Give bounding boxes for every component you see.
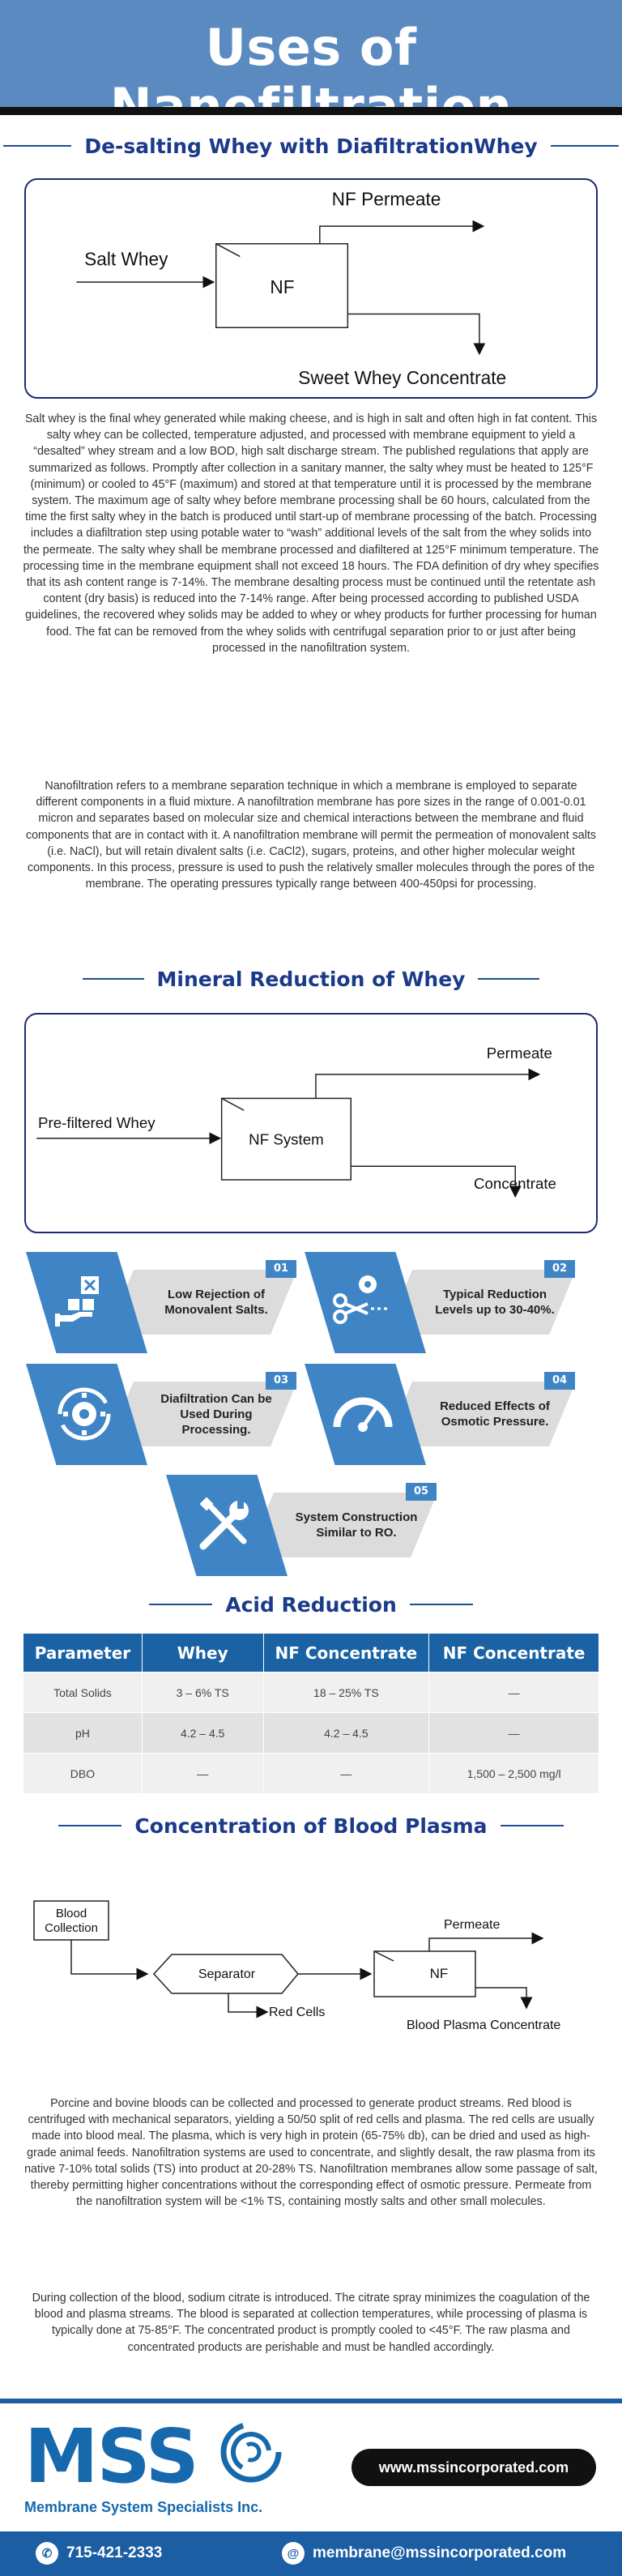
feature-number: 01 — [266, 1260, 296, 1278]
feature-label: System Construction Similar to RO. — [295, 1510, 418, 1540]
header-banner: Uses of Nanofiltration — [0, 0, 622, 136]
permeate-label: Permeate — [487, 1044, 552, 1062]
table-cell: pH — [23, 1712, 143, 1754]
table-cell: 3 – 6% TS — [141, 1672, 264, 1713]
feature-card-02: 02 Typical Reduction Levels up to 30-40%… — [305, 1252, 580, 1353]
swirl-logo-icon — [220, 2421, 282, 2483]
mineral-flow-svg: Pre-filtered Whey NF System Permeate Con… — [36, 1044, 556, 1198]
red-cells-label: Red Cells — [269, 2006, 325, 2019]
gear-cycle-icon — [58, 1387, 111, 1441]
table-cell: — — [262, 1753, 430, 1794]
feature-number: 05 — [406, 1483, 437, 1501]
desalting-diagram: Salt Whey NF NF Permeate Sweet Whey Conc… — [24, 178, 598, 399]
table-cell: DBO — [23, 1753, 143, 1794]
feature-number: 04 — [544, 1372, 575, 1390]
section-title-desalting: De-salting Whey with DiafiltrationWhey — [0, 130, 622, 162]
website-button[interactable]: www.mssincorporated.com — [351, 2449, 596, 2486]
desalting-flow-svg: Salt Whey NF NF Permeate Sweet Whey Conc… — [76, 189, 506, 388]
desalting-paragraph-2: Nanofiltration refers to a membrane sepa… — [25, 780, 597, 891]
concentrate-arrow — [347, 313, 486, 356]
permeate-arrow — [319, 220, 485, 244]
nf-unit-label: NF — [270, 276, 294, 297]
email-address: membrane@mssincorporated.com — [313, 2544, 567, 2561]
sweet-whey-label: Sweet Whey Concentrate — [298, 367, 506, 388]
salt-whey-label: Salt Whey — [84, 248, 168, 269]
feature-card-04: 04 Reduced Effects of Osmotic Pressure. — [305, 1364, 580, 1465]
table-cell: — — [428, 1712, 599, 1754]
feature-card-01: 01 Low Rejection of Monovalent Salts. — [26, 1252, 301, 1353]
email-icon: @ — [282, 2542, 305, 2565]
scissors-gear-icon — [333, 1275, 387, 1324]
company-logo: MSS Membrane System Specialists Inc. — [24, 2413, 300, 2518]
feature-label: Diafiltration Can be Used During Process… — [160, 1391, 272, 1437]
wrench-screwdriver-icon — [199, 1497, 249, 1550]
page-title: Uses of Nanofiltration — [110, 18, 512, 136]
table-cell: 1,500 – 2,500 mg/l — [428, 1753, 599, 1794]
column-header: Whey — [141, 1633, 264, 1672]
gauge-icon — [333, 1397, 393, 1432]
table-row: Total Solids 3 – 6% TS 18 – 25% TS — — [23, 1672, 599, 1713]
blood-plasma-paragraph-1: Porcine and bovine bloods can be collect… — [24, 2097, 598, 2209]
footer-divider — [0, 2399, 622, 2403]
feature-number: 03 — [266, 1372, 296, 1390]
feature-label: Reduced Effects of Osmotic Pressure. — [440, 1399, 550, 1429]
table-cell: Total Solids — [23, 1672, 143, 1713]
table-cell: 4.2 – 4.5 — [141, 1712, 264, 1754]
table-cell: — — [141, 1753, 264, 1794]
email-contact[interactable]: @ membrane@mssincorporated.com — [282, 2542, 566, 2565]
acid-reduction-table: Parameter Whey NF Concentrate NF Concent… — [23, 1633, 599, 1794]
concentrate-label: Concentrate — [474, 1175, 556, 1192]
nf-permeate-label: NF Permeate — [332, 189, 441, 210]
section-title-blood-plasma: Concentration of Blood Plasma — [0, 1809, 622, 1842]
phone-contact[interactable]: ✆ 715-421-2333 — [36, 2542, 162, 2565]
feature-label: Typical Reduction Levels up to 30-40%. — [435, 1288, 555, 1317]
table-cell: 18 – 25% TS — [262, 1672, 430, 1713]
section-title-acid: Acid Reduction — [0, 1588, 622, 1621]
feature-number: 02 — [544, 1260, 575, 1278]
blood-plasma-concentrate-label: Blood Plasma Concentrate — [407, 2019, 560, 2032]
table-cell: 4.2 – 4.5 — [262, 1712, 430, 1754]
blood-plasma-paragraph-2: During collection of the blood, sodium c… — [32, 2292, 590, 2354]
logo-text: MSS — [24, 2413, 199, 2500]
nf-system-label: NF System — [249, 1131, 324, 1148]
header-divider — [0, 107, 622, 115]
nf-unit-label: NF — [430, 1966, 449, 1981]
feature-label: Low Rejection of Monovalent Salts. — [164, 1288, 268, 1317]
company-name: Membrane System Specialists Inc. — [24, 2499, 263, 2515]
nf-unit-box — [215, 243, 349, 329]
table-cell: — — [428, 1672, 599, 1713]
table-row: pH 4.2 – 4.5 4.2 – 4.5 — — [23, 1712, 599, 1754]
prefiltered-whey-label: Pre-filtered Whey — [38, 1114, 156, 1131]
column-header: Parameter — [23, 1633, 143, 1672]
desalting-paragraph-1: Salt whey is the final whey generated wh… — [23, 412, 599, 655]
phone-number: 715-421-2333 — [66, 2544, 163, 2561]
table-row: DBO — — 1,500 – 2,500 mg/l — [23, 1753, 599, 1794]
feature-card-05: 05 System Construction Similar to RO. — [166, 1475, 441, 1576]
column-header: NF Concentrate — [262, 1633, 430, 1672]
permeate-label: Permeate — [444, 1918, 500, 1932]
column-header: NF Concentrate — [428, 1633, 599, 1672]
phone-icon: ✆ — [36, 2542, 58, 2565]
feature-card-03: 03 Diafiltration Can be Used During Proc… — [26, 1364, 301, 1465]
mineral-diagram: Pre-filtered Whey NF System Permeate Con… — [24, 1013, 598, 1233]
nf-unit-box — [373, 1950, 476, 1997]
separator-label: Separator — [198, 1967, 256, 1981]
footer-contact-bar — [0, 2531, 622, 2576]
hand-sorting-icon — [55, 1276, 99, 1326]
table-header-row: Parameter Whey NF Concentrate NF Concent… — [23, 1633, 599, 1672]
section-title-mineral: Mineral Reduction of Whey — [0, 963, 622, 995]
